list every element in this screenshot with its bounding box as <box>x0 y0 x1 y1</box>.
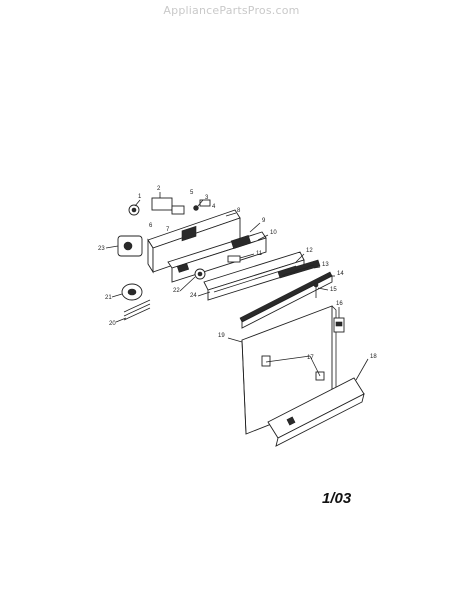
watermark: AppliancePartsPros.com <box>163 4 300 17</box>
motor <box>121 283 143 301</box>
callout-10: 10 <box>270 230 277 236</box>
callout-12: 12 <box>306 248 313 254</box>
keypad <box>277 259 321 279</box>
callout-8: 8 <box>237 208 241 214</box>
callout-18: 18 <box>370 354 377 360</box>
callout-2: 2 <box>157 186 161 192</box>
callout-16: 16 <box>336 301 343 307</box>
switch-assembly <box>151 197 211 215</box>
callouts: 1 2 3 4 5 6 7 8 9 10 11 12 13 14 15 16 1… <box>98 186 377 361</box>
brackets <box>261 355 325 381</box>
callout-14: 14 <box>337 271 344 277</box>
callout-22: 22 <box>173 288 180 294</box>
callout-1: 1 <box>138 194 142 200</box>
callout-4: 4 <box>212 204 216 210</box>
callout-20: 20 <box>109 321 116 327</box>
callout-3: 3 <box>205 195 209 201</box>
callout-9: 9 <box>262 218 266 224</box>
knob <box>128 204 140 216</box>
leader-lines <box>105 192 369 381</box>
callout-19: 19 <box>218 333 225 339</box>
clip <box>333 317 345 333</box>
knob-22 <box>194 268 206 280</box>
timer <box>117 235 143 257</box>
wire-harness <box>123 299 151 321</box>
callout-5: 5 <box>190 190 194 196</box>
revision-label: 1/03 <box>322 490 352 507</box>
inner-door-liner <box>267 377 365 447</box>
callout-17: 17 <box>307 355 314 361</box>
callout-24: 24 <box>190 293 197 299</box>
indicator-light <box>227 255 241 263</box>
callout-11: 11 <box>256 251 263 257</box>
callout-6: 6 <box>149 223 153 229</box>
control-panel-housing <box>147 209 241 274</box>
callout-21: 21 <box>105 295 112 301</box>
callout-13: 13 <box>322 262 329 268</box>
screw <box>313 282 319 298</box>
callout-7: 7 <box>166 227 170 233</box>
callout-15: 15 <box>330 287 337 293</box>
callout-23: 23 <box>98 246 105 252</box>
